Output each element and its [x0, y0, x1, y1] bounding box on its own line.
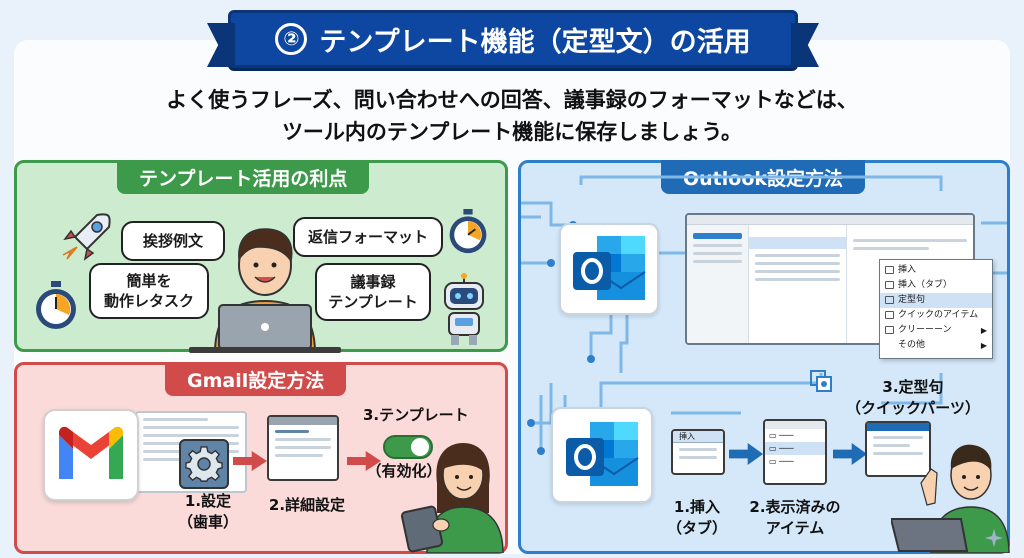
gear-icon: [185, 446, 223, 482]
bubble-minutes-template: 議事録 テンプレート: [315, 263, 431, 321]
copy-icon: [810, 370, 832, 392]
outlook-step-1: 1.挿入 （タブ）: [666, 498, 727, 537]
template-toggle[interactable]: [383, 435, 433, 459]
stopwatch-icon: [449, 209, 487, 254]
lead-text: よく使うフレーズ、問い合わせへの回答、議事録のフォーマットなどは、 ツール内のテ…: [40, 84, 984, 148]
quick-parts-window: [865, 421, 931, 477]
gmail-step-2: 2.詳細設定: [268, 496, 346, 514]
toggle-knob: [411, 438, 429, 456]
title-banner: ② テンプレート機能（定型文）の活用: [207, 10, 819, 68]
benefits-title: テンプレート活用の利点: [117, 160, 370, 194]
insert-tab-window: 挿入: [671, 429, 725, 475]
gmail-step-3-toggle: （有効化）: [366, 462, 442, 480]
lead-line-2: ツール内のテンプレート機能に保存しましょう。: [281, 120, 743, 144]
person-icon: [400, 443, 504, 553]
person-icon: [189, 228, 341, 353]
menu-item-quick-items[interactable]: クイックのアイテム: [880, 308, 992, 323]
section-number: ②: [275, 23, 308, 55]
chevron-right-icon: ▶: [980, 326, 987, 335]
sparkle-icon: [985, 529, 1003, 547]
gmail-step-1: 1.設定 （歯車）: [177, 492, 238, 531]
outlook-icon: [566, 422, 639, 486]
bubble-greeting: 挨拶例文: [121, 221, 225, 261]
insert-tab-label: 挿入: [679, 432, 695, 441]
outlook-logo: [559, 223, 659, 315]
gmail-icon: [59, 426, 123, 479]
insert-icon: [885, 266, 894, 274]
outlook-icon: [573, 236, 646, 300]
page-title: テンプレート機能（定型文）の活用: [319, 26, 751, 58]
menu-item-insert[interactable]: 挿入: [880, 263, 992, 278]
menu-item-insert-tab[interactable]: 挿入（タブ）: [880, 278, 992, 293]
gmail-logo: [43, 409, 139, 501]
outlook-step-2: 2.表示済みの アイテム: [749, 498, 841, 537]
context-menu: 挿入 挿入（タブ） 定型句 クイックのアイテム クリーーーン▶ その他▶: [879, 259, 993, 359]
chevron-right-icon: ▶: [980, 341, 987, 350]
document-icon: [885, 296, 894, 304]
menu-item-quick-text[interactable]: 定型句: [880, 293, 992, 308]
stopwatch-icon: [36, 281, 76, 329]
advanced-settings-window: [267, 415, 339, 481]
bubble-simple-task: 簡単を 動作レタスク: [89, 263, 209, 319]
gmail-panel: Gmail設定方法: [14, 362, 508, 554]
item-icon: [885, 311, 894, 319]
person-icon: [891, 444, 1010, 553]
menu-item-clean[interactable]: クリーーーン▶: [880, 323, 992, 338]
outlook-panel: Outlook設定方法: [518, 160, 1010, 554]
outlook-step-3: 3.定型句 （クイックパーツ）: [846, 378, 980, 417]
outlook-logo: [551, 407, 653, 503]
bubble-reply-format: 返信フォーマット: [293, 217, 443, 257]
clean-icon: [885, 326, 894, 334]
robot-icon: [444, 273, 484, 345]
displayed-items-window: ▭ ─── ▭ ─── ▭ ───: [763, 419, 827, 485]
gmail-step-3: 3.テンプレート: [363, 406, 469, 424]
lead-line-1: よく使うフレーズ、問い合わせへの回答、議事録のフォーマットなどは、: [166, 88, 858, 112]
gmail-title: Gmail設定方法: [165, 362, 347, 396]
rocket-icon: [62, 213, 111, 261]
tab-icon: [885, 281, 894, 289]
menu-item-other[interactable]: その他▶: [898, 340, 987, 350]
benefits-panel: テンプレート活用の利点: [14, 160, 508, 353]
settings-gear[interactable]: [179, 439, 229, 489]
